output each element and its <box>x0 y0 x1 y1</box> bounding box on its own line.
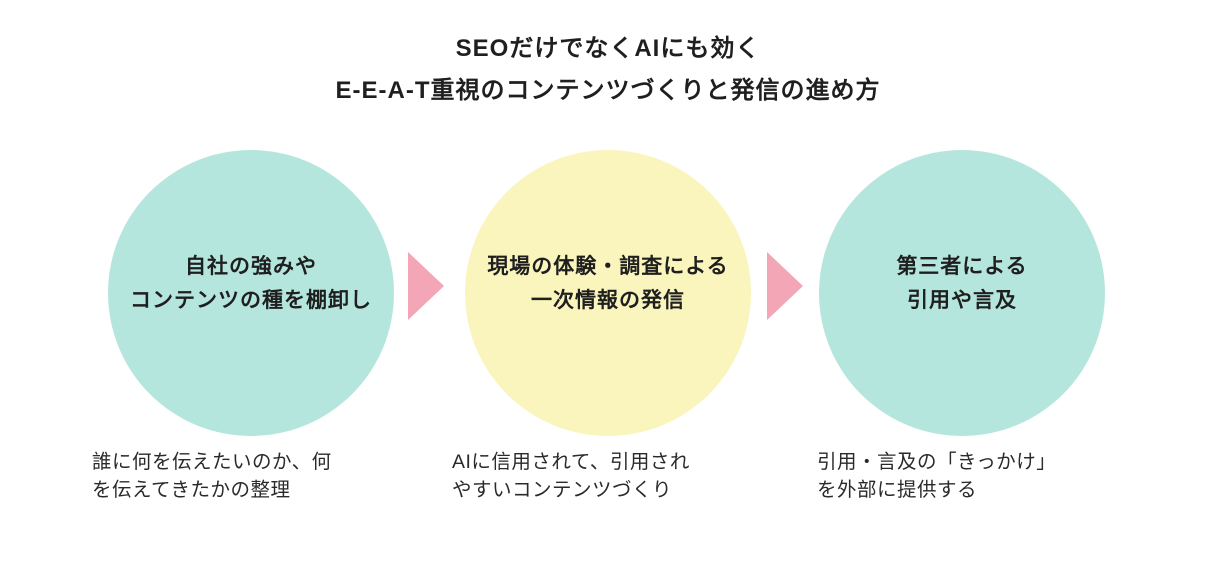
step-caption-third-party: 引用・言及の「きっかけ」 を外部に提供する <box>817 449 1056 504</box>
step-circle-label-line-2: コンテンツの種を棚卸し <box>130 289 372 312</box>
step-circle-label-line-1: 現場の体験・調査による <box>487 255 729 278</box>
step-circle-label-line-2: 一次情報の発信 <box>531 289 685 312</box>
step-circle-label-line-1: 第三者による <box>896 255 1028 278</box>
diagram-title: SEOだけでなくAIにも効く E-E-A-T重視のコンテンツづくりと発信の進め方 <box>0 28 1216 112</box>
step-circle-label: 第三者による 引用や言及 <box>896 250 1027 318</box>
step-caption-inventory: 誰に何を伝えたいのか、何 を伝えてきたかの整理 <box>92 449 332 504</box>
step-circle-label-line-2: 引用や言及 <box>907 289 1017 312</box>
arrow-right-icon <box>408 252 444 320</box>
step-caption-line-1: 誰に何を伝えたいのか、何 <box>92 451 332 473</box>
step-caption-primary-info: AIに信用されて、引用され やすいコンテンツづくり <box>452 449 690 504</box>
step-caption-line-2: やすいコンテンツづくり <box>452 478 673 501</box>
step-caption-line-2: を外部に提供する <box>817 478 978 501</box>
step-circle-third-party: 第三者による 引用や言及 <box>819 150 1105 436</box>
step-circle-label: 現場の体験・調査による 一次情報の発信 <box>487 250 728 318</box>
title-line-1: SEOだけでなくAIにも効く <box>455 35 761 62</box>
step-circle-label: 自社の強みや コンテンツの種を棚卸し <box>130 250 372 318</box>
step-caption-line-1: 引用・言及の「きっかけ」 <box>817 451 1057 473</box>
arrow-right-icon <box>767 252 803 320</box>
step-circle-inventory: 自社の強みや コンテンツの種を棚卸し <box>108 150 394 436</box>
step-caption-line-1: AIに信用されて、引用され <box>452 451 690 473</box>
step-caption-line-2: を伝えてきたかの整理 <box>92 478 291 501</box>
step-circle-label-line-1: 自社の強みや <box>185 255 317 278</box>
title-line-2: E-E-A-T重視のコンテンツづくりと発信の進め方 <box>335 77 881 104</box>
step-circle-primary-info: 現場の体験・調査による 一次情報の発信 <box>465 150 751 436</box>
